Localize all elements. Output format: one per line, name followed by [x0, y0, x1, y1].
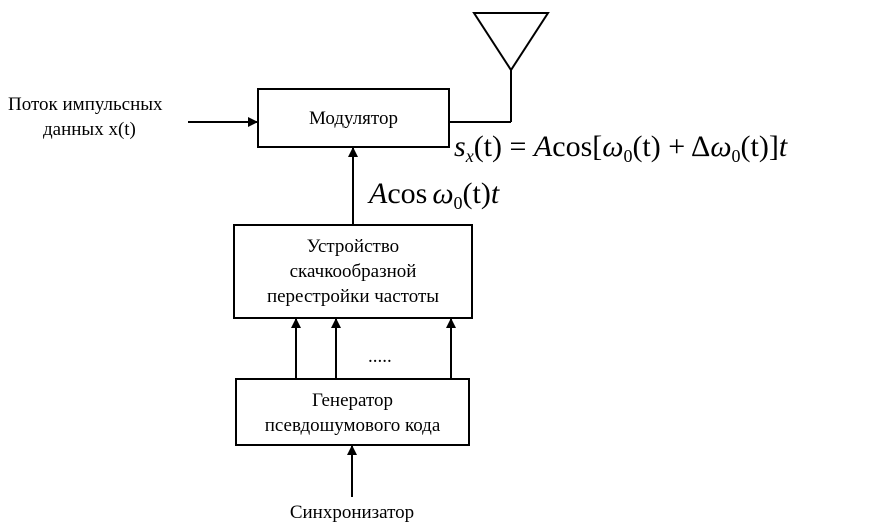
pn-generator-label-line1: Генератор — [312, 390, 393, 411]
antenna-icon — [472, 12, 550, 72]
output-formula: sx(t) = Acos[ω0(t) + Δω0(t)]t — [454, 130, 788, 166]
modulator-label: Модулятор — [309, 108, 398, 129]
sync-label: Синхронизатор — [290, 502, 414, 523]
code-lines-ellipsis: ..... — [368, 346, 392, 367]
input-label-line1: Поток импульсных — [8, 94, 163, 115]
modulator-block — [257, 88, 450, 148]
hopper-label-line3: перестройки частоты — [267, 286, 439, 307]
pn-generator-block — [235, 378, 470, 446]
pn-generator-label-line2: псевдошумового кода — [265, 415, 441, 436]
input-label-line2: данных x(t) — [43, 119, 136, 140]
hopper-label-line2: скачкообразной — [290, 261, 417, 282]
hopper-label-line1: Устройство — [307, 236, 399, 257]
frequency-hopper-block — [233, 224, 473, 319]
